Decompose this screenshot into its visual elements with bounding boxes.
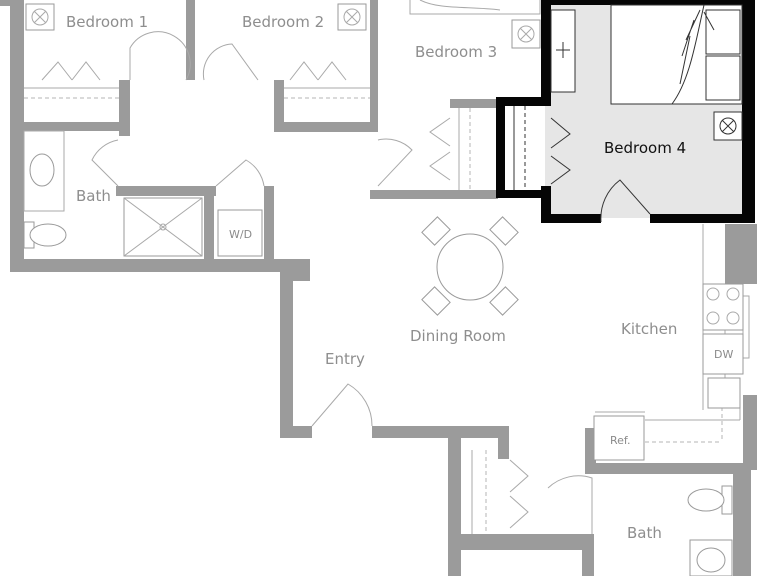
room-label-bedroom-2: Bedroom 2 [242, 13, 324, 31]
bed4-wall-bottom-a [541, 214, 601, 223]
wall-left-outer [10, 0, 24, 272]
room-label-dining: Dining Room [410, 327, 506, 345]
range [702, 283, 744, 331]
wall-closet3-top [450, 99, 498, 108]
room-label-bedroom-3: Bedroom 3 [415, 43, 497, 61]
wall-lower-bath-right [733, 463, 751, 576]
wall-lower-closet-left [448, 438, 461, 576]
bed4-wall-notch-top [496, 97, 551, 106]
room-label-bedroom-4: Bedroom 4 [604, 139, 686, 157]
room-label-bath-upper: Bath [76, 187, 111, 205]
bed4-nightstand [713, 111, 743, 141]
bedroom-4-walls [496, 0, 755, 223]
refrigerator-label: Ref. [610, 434, 631, 447]
wall-laundry-right [264, 186, 274, 262]
wall-entry-bottom-a [280, 426, 312, 438]
room-label-entry: Entry [325, 350, 365, 368]
room-label-kitchen: Kitchen [621, 320, 677, 338]
bed4-wall-notch-left [496, 97, 505, 198]
dishwasher-box [702, 333, 744, 375]
wall-lower-bottom [448, 534, 594, 550]
washer-dryer-box [217, 209, 263, 257]
wall-closet2-bottom [274, 122, 378, 132]
dishwasher-label: DW [714, 348, 733, 361]
bed4-wall-lower-left [541, 186, 551, 223]
bath-upper-toilet [29, 223, 67, 247]
doors [41, 31, 651, 534]
wall-kitchen-right-lower [743, 395, 757, 470]
refrigerator-box [593, 415, 645, 461]
wall-closet1-bottom [24, 122, 130, 131]
wall-lower-bath-stub [585, 428, 596, 474]
bath-lower-toilet [687, 488, 725, 512]
bed4-wall-left [541, 0, 551, 106]
bed4-wall-bottom-b [650, 214, 755, 223]
room-label-bedroom-1: Bedroom 1 [66, 13, 148, 31]
wall-closet2-left [274, 80, 284, 132]
bed4-wall-right [742, 0, 755, 223]
wall-lower-bath-top [585, 463, 745, 474]
dining-table [436, 233, 504, 301]
bed4-wall-top [545, 0, 755, 5]
dining-chairs [421, 216, 519, 316]
wall-bath-top [116, 186, 216, 196]
bath-upper-sink [29, 153, 55, 187]
wall-lower-bath-left [582, 534, 594, 576]
wall-hall-bottom [370, 190, 498, 199]
kitchen-sink [707, 377, 741, 409]
wall-lower-closet-right [498, 426, 509, 459]
bath-lower-sink [696, 547, 726, 573]
wall-bath-laundry [204, 190, 214, 262]
wall-kitchen-right-top [725, 224, 757, 284]
wall-bed2-right [370, 0, 378, 132]
wall-bed1-right [186, 0, 195, 80]
wall-left-top-stub [0, 0, 24, 6]
room-label-bath-lower: Bath [627, 524, 662, 542]
wall-entry-left [280, 262, 293, 438]
bed4-wall-notch-bottom [496, 190, 547, 198]
washer-dryer-label: W/D [229, 228, 252, 241]
wall-left-bottom [10, 259, 310, 272]
wall-closet1-right [119, 80, 130, 136]
wall-entry-bottom-b [372, 426, 509, 438]
fixtures-group [23, 0, 744, 576]
